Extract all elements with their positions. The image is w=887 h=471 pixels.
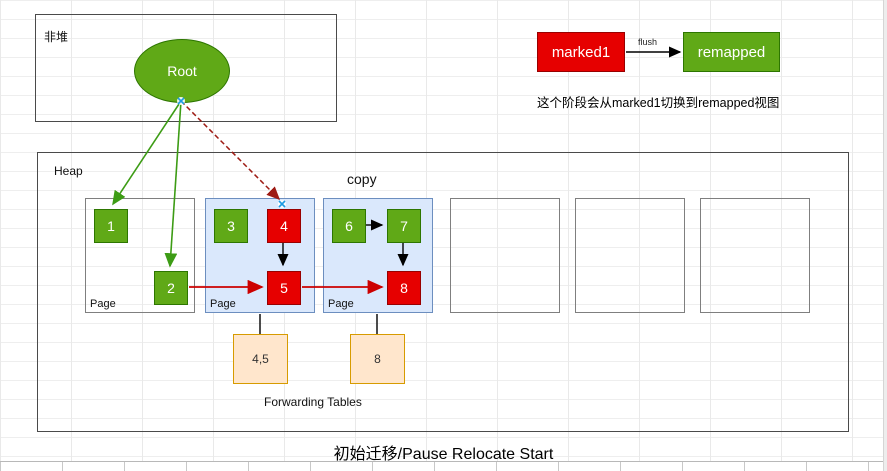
diagram-title: 初始迁移/Pause Relocate Start — [333, 446, 554, 463]
page-empty-2[interactable] — [575, 198, 685, 313]
heap-cell-8[interactable]: 8 — [387, 271, 421, 305]
heap-cell-6[interactable]: 6 — [332, 209, 366, 243]
page-3-label: Page — [328, 298, 354, 310]
root-label: Root — [167, 63, 197, 79]
root-node[interactable]: Root — [134, 39, 230, 103]
remapped-box[interactable]: remapped — [683, 32, 780, 72]
page-1[interactable]: 1 2 Page — [85, 198, 195, 313]
heap-cell-2[interactable]: 2 — [154, 271, 188, 305]
spreadsheet-row — [0, 461, 887, 471]
forwarding-table-45-label: 4,5 — [252, 352, 269, 366]
legend-caption: 这个阶段会从marked1切换到remapped视图 — [537, 96, 780, 110]
page-1-label: Page — [90, 298, 116, 310]
heap-cell-7[interactable]: 7 — [387, 209, 421, 243]
heap-cell-1[interactable]: 1 — [94, 209, 128, 243]
page-empty-1[interactable] — [450, 198, 560, 313]
copy-label: copy — [347, 171, 377, 187]
remapped-label: remapped — [697, 43, 766, 61]
heap-label: Heap — [54, 164, 83, 178]
flush-arrow-label: flush — [638, 37, 658, 47]
heap-cell-3[interactable]: 3 — [214, 209, 248, 243]
marked1-label: marked1 — [551, 43, 611, 61]
forwarding-table-8-label: 8 — [374, 352, 381, 366]
marked1-box[interactable]: marked1 — [537, 32, 625, 72]
heap-container[interactable] — [37, 152, 849, 432]
heap-cell-5[interactable]: 5 — [267, 271, 301, 305]
right-gutter — [883, 0, 887, 471]
forwarding-table-8[interactable]: 8 — [350, 334, 405, 384]
page-2-label: Page — [210, 298, 236, 310]
page-empty-3[interactable] — [700, 198, 810, 313]
forwarding-table-45[interactable]: 4,5 — [233, 334, 288, 384]
page-3[interactable]: 6 7 8 Page — [323, 198, 433, 313]
heap-cell-4[interactable]: 4 — [267, 209, 301, 243]
nonheap-label: 非堆 — [44, 30, 69, 44]
page-2[interactable]: 3 4 5 Page — [205, 198, 315, 313]
forwarding-tables-label: Forwarding Tables — [264, 395, 362, 409]
